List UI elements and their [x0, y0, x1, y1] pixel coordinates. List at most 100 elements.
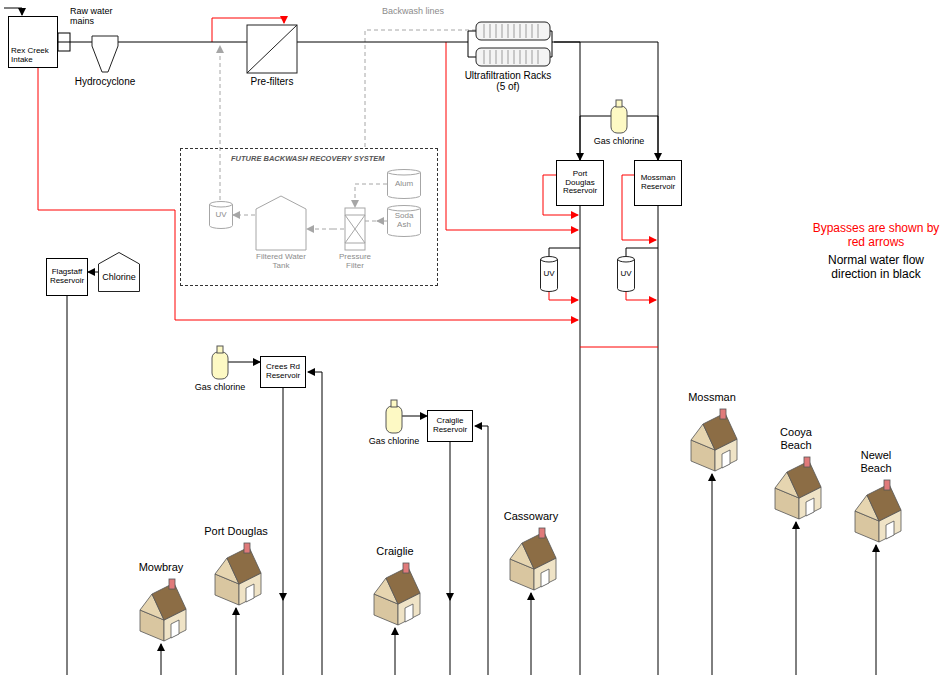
pipe-line [591, 116, 611, 117]
town-house: Cassowary [496, 505, 566, 591]
pipe-line [876, 545, 877, 675]
prefilter-symbol [240, 24, 304, 74]
pipe-path [541, 259, 558, 262]
pipe-label: Backwash lines [382, 6, 454, 16]
node-label: Alum [395, 180, 413, 189]
alum-tank: Alum [387, 169, 421, 199]
pipe-rect [884, 480, 890, 490]
node-label: Filtered Water Tank [255, 253, 307, 271]
house-symbol [849, 477, 903, 543]
pipe-polyline [365, 30, 476, 148]
node-label: Cassowary [504, 510, 558, 522]
pipe-rect [403, 563, 409, 573]
pipe-line [220, 46, 221, 200]
pipe-line [161, 644, 162, 675]
pipe-line [283, 598, 284, 675]
node-label: Pressure Filter [333, 253, 377, 271]
pipe-rect [391, 400, 397, 407]
pressure-filter: Pressure Filter [333, 207, 377, 271]
node-label: Gas chlorine [594, 136, 645, 146]
node-label: Ultrafiltration Racks (5 of) [462, 70, 554, 92]
pipe-line [520, 24, 521, 38]
pipe-line [580, 206, 581, 675]
legend-note: Normal water flow direction in black [812, 254, 940, 282]
pipe-polygon [541, 569, 549, 587]
pipe-line [532, 24, 533, 38]
pipe-line [532, 50, 533, 64]
pipe-line [526, 24, 527, 38]
pipe-line [365, 221, 377, 222]
town-house: Newel Beach [846, 443, 906, 543]
pipe-polygon [92, 36, 118, 72]
pipe-line [490, 24, 491, 38]
pipe-rect [541, 257, 558, 292]
pipe-line [462, 42, 468, 43]
pipe-polygon [886, 521, 894, 539]
pipe-line [514, 24, 515, 38]
node-label: Mowbray [139, 561, 184, 573]
pipe-g [38, 18, 658, 347]
node-label: Gas chlorine [369, 436, 420, 446]
pipe-line [72, 42, 92, 43]
pipe-line [538, 24, 539, 38]
node-label: Cooya Beach [768, 426, 824, 451]
node-label: Mossman [688, 391, 736, 403]
hydrocyclone: Hydrocyclone [72, 34, 138, 87]
pipe-line [345, 215, 365, 243]
pipe-polygon [722, 450, 730, 468]
pipe-rect [539, 528, 545, 538]
flow-connector [233, 215, 255, 216]
reservoir-box: Flagstaff Reservoir [46, 258, 88, 296]
gas-chlorine-cylinder: Gas chlorine [192, 344, 248, 392]
town-house: Port Douglas [192, 522, 280, 606]
pipe-rect [476, 22, 550, 40]
pipe-line [627, 116, 647, 117]
pipe-rect [476, 48, 550, 66]
flow-connector [248, 362, 260, 363]
reservoir-box: Craiglie Reservoir [427, 410, 473, 442]
pipe-line [468, 57, 476, 58]
pipe-line [333, 229, 345, 230]
flow-connector [554, 42, 658, 160]
cone-symbol [72, 34, 138, 74]
pipe-line [67, 296, 68, 675]
pipe-polygon [171, 620, 179, 638]
node-label: Rex Creek Intake [11, 47, 55, 65]
flow-connector [580, 116, 591, 160]
pipe-line [236, 608, 237, 675]
pipe-label: Raw water mains [70, 6, 120, 27]
node-label: Hydrocyclone [75, 76, 136, 87]
pipe-rect [388, 206, 421, 237]
node-label: Pre-filters [251, 76, 294, 87]
flow-connector [138, 42, 240, 43]
pipe-rect [616, 100, 622, 107]
pipe-line [395, 628, 396, 675]
pipe-line [283, 388, 284, 600]
filtered-water-tank: Filtered Water Tank [255, 195, 307, 271]
pipe-line [658, 206, 659, 675]
future-system-group: FUTURE BACKWASH RECOVERY SYSTEMAlumSoda … [180, 148, 438, 286]
flow-connector [647, 116, 658, 160]
chlorine-dosing: Chlorine [98, 252, 140, 292]
house-symbol [685, 406, 739, 472]
pipe-polygon [256, 196, 306, 250]
pipe-line [796, 522, 797, 675]
node-label: Mossman Reservoir [637, 174, 679, 192]
pipe-line [552, 42, 554, 43]
node-label: Chlorine [102, 272, 136, 282]
pipe-line [240, 42, 247, 43]
gas-chlorine-cylinder: Gas chlorine [591, 98, 647, 146]
pipe-line [402, 416, 422, 417]
pipe-polyline [626, 248, 658, 256]
pipe-polygon [405, 604, 413, 622]
town-house: Craiglie [362, 538, 428, 626]
node-label: Gas chlorine [195, 382, 246, 392]
pipe-polyline [4, 8, 22, 15]
house-symbol [368, 560, 422, 626]
flow-connector [58, 42, 72, 43]
pipe-line [508, 50, 509, 64]
pipe-polyline [308, 372, 322, 675]
uf-symbol [462, 20, 554, 68]
flow-connector [88, 272, 98, 273]
town-house: Cooya Beach [768, 418, 824, 520]
